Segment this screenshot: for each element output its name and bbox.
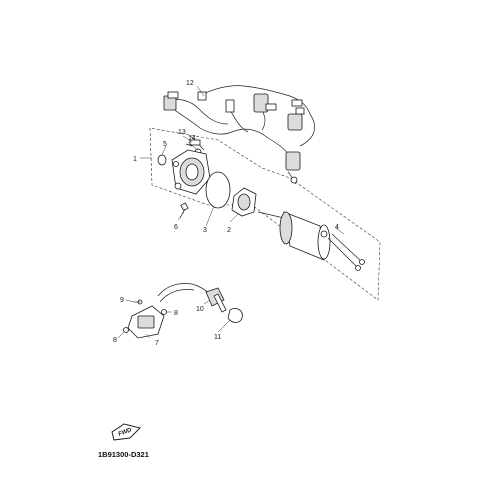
plug-cap-11 [227,308,243,323]
callout-14: 14 [188,135,196,142]
callout-1: 1 [133,156,137,163]
ignition-coil-assembly [123,283,243,339]
callout-2: 2 [227,227,231,234]
callout-4: 4 [335,224,339,231]
fwd-arrow-icon: FWD [111,423,141,441]
brush-holder [231,187,257,217]
fwd-label: FWD [118,427,134,438]
wire-harness [163,85,315,185]
connector [225,99,235,113]
coupler-mid [253,93,269,113]
callout-12: 12 [186,80,194,87]
starter-end-housing [171,149,211,195]
o-ring-small [157,154,167,166]
long-bolts-4 [327,233,365,271]
starter-assembly-outline [149,127,381,301]
callout-5: 5 [163,141,167,148]
leader-lines [117,85,345,339]
diagram-code: 1B91300-D321 [98,450,149,459]
o-ring-large [205,171,231,209]
callout-3: 3 [203,227,207,234]
callout-10: 10 [196,306,204,313]
coupler-right [287,113,303,131]
callout-9: 9 [120,297,124,304]
coupler-lower [285,151,301,171]
callout-8b: 8 [174,310,178,317]
callout-13: 13 [178,129,186,136]
callout-6: 6 [174,224,178,231]
clip [197,91,207,101]
callout-8a: 8 [113,337,117,344]
starter-motor [257,211,331,261]
callout-11: 11 [214,334,221,341]
callout-7: 7 [155,340,159,347]
